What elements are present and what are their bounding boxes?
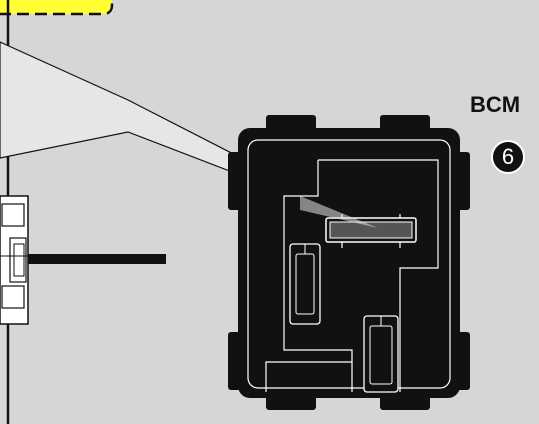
callout-number-badge: 6 — [491, 140, 525, 174]
callout-pointer-tip — [300, 196, 378, 228]
callout-box — [0, 0, 114, 16]
bcm-module — [228, 115, 470, 410]
module-label: BCM — [470, 92, 521, 117]
side-connector — [0, 195, 29, 325]
highlighted-connector — [325, 214, 417, 248]
harness-cable — [28, 254, 166, 264]
